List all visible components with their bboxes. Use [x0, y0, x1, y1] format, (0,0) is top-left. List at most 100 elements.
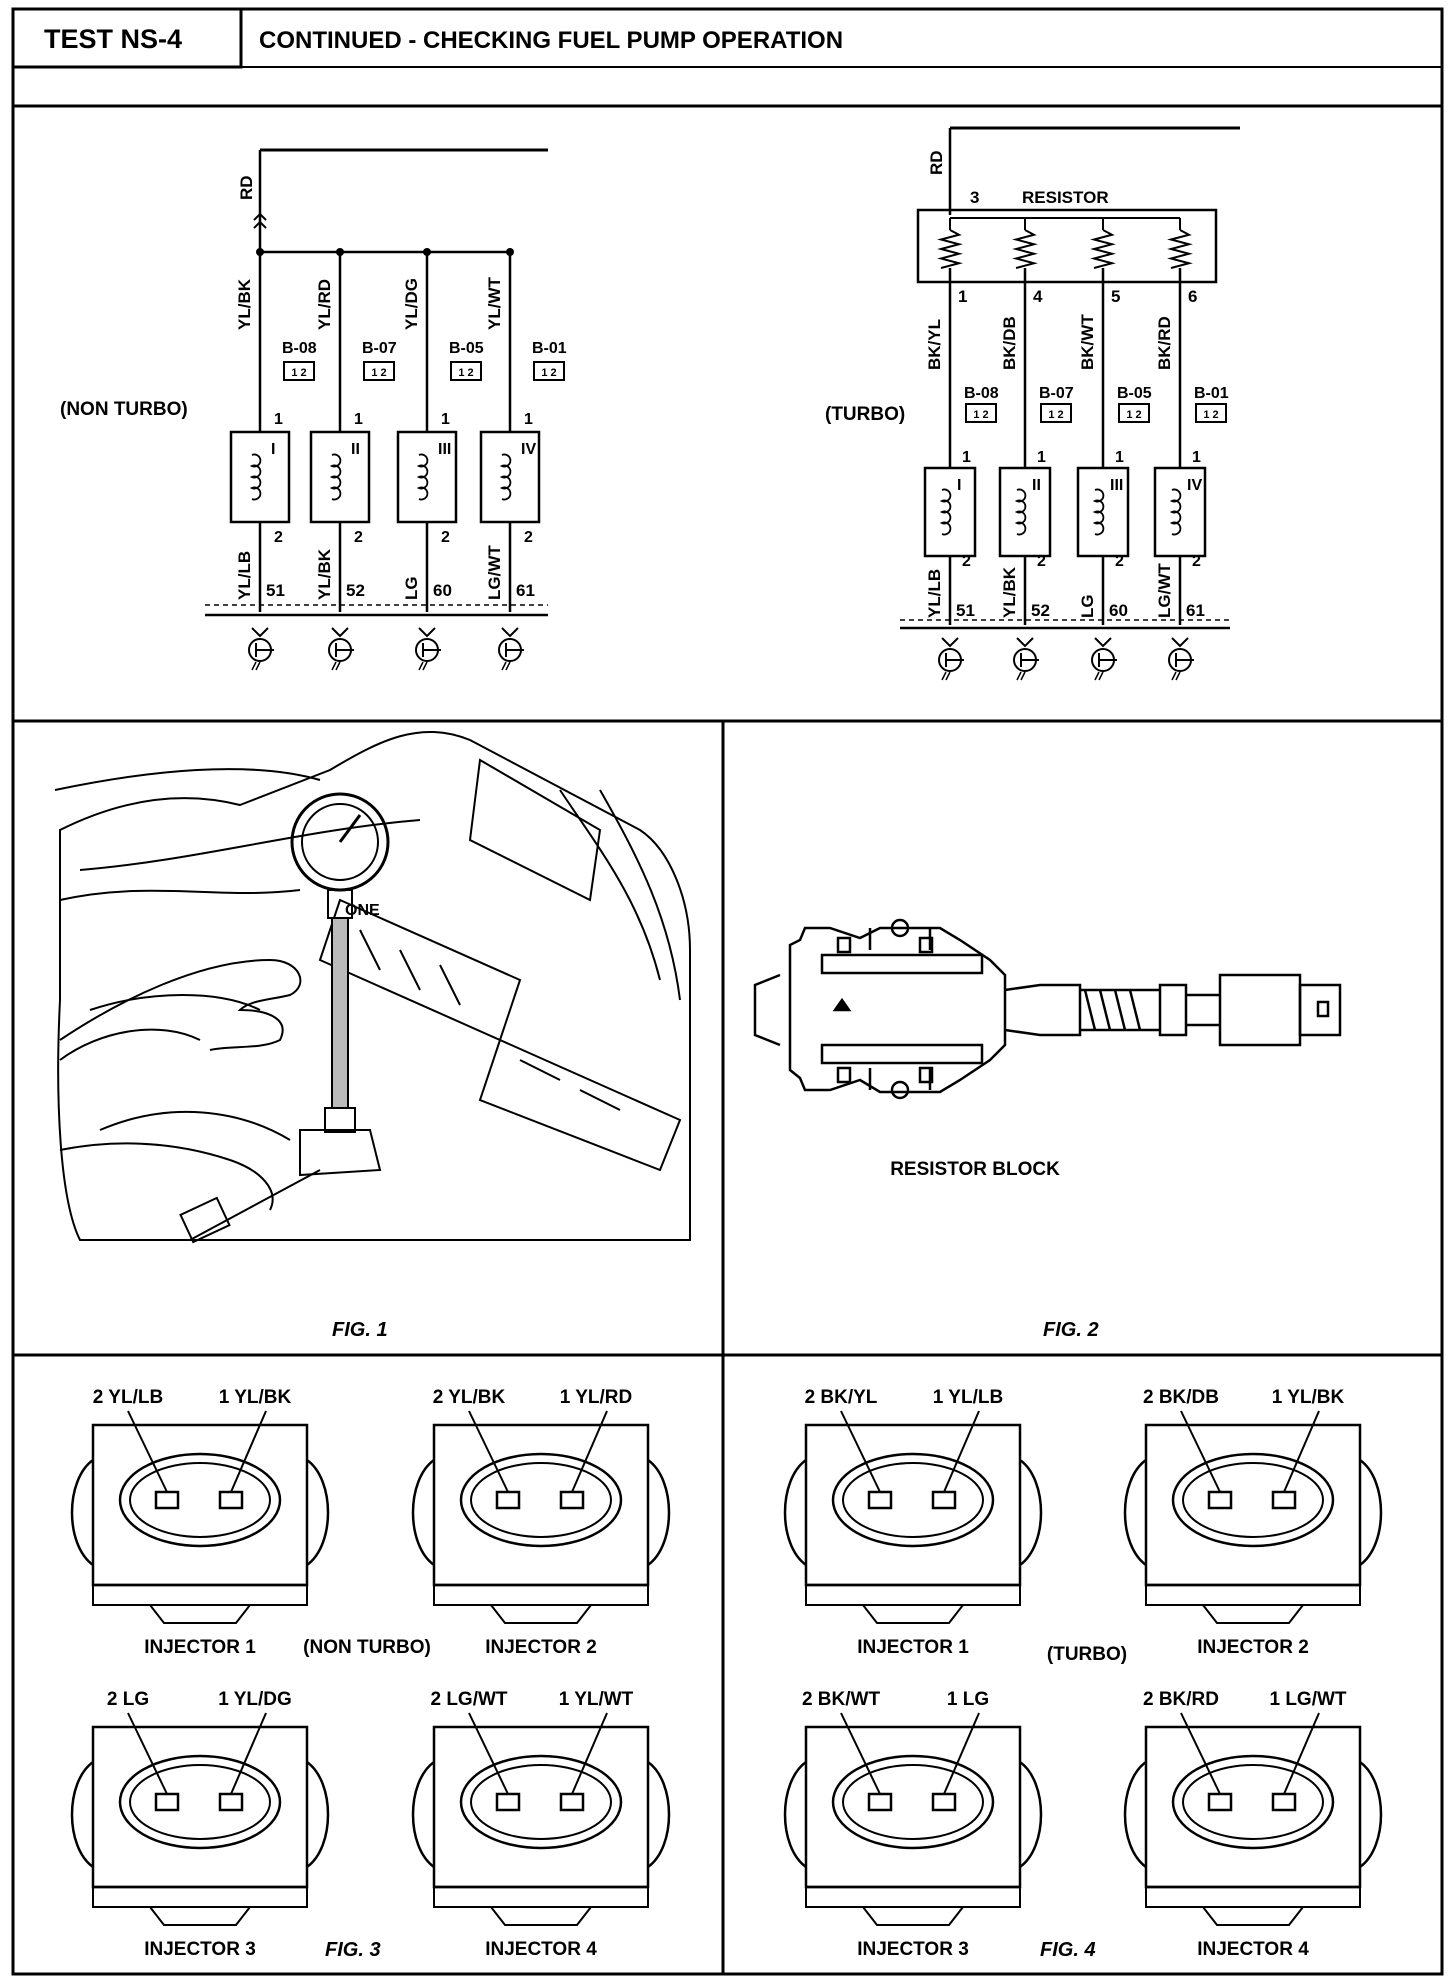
pin-2-terminal	[867, 1792, 893, 1812]
pin-2-wire-label: 2 YL/BK	[433, 1387, 506, 1408]
connector-id: B-07	[1039, 385, 1074, 402]
connector-body	[91, 1725, 309, 1889]
upper-wire-label: BK/WT	[1078, 314, 1097, 370]
connector-lock-tab	[411, 1760, 435, 1869]
connector-id: B-08	[282, 340, 317, 357]
junction-dot	[423, 248, 431, 256]
connector-glyph: 1 2	[1048, 409, 1063, 421]
connector-seal	[1171, 1452, 1335, 1548]
connector-seal	[118, 1452, 282, 1548]
lower-wire-label: YL/BK	[1000, 566, 1019, 618]
injector-name: INJECTOR 3	[857, 1939, 969, 1960]
ecu-terminal: 52	[346, 581, 365, 600]
pin-2-leader	[127, 1410, 168, 1493]
connector-lock-tab	[70, 1760, 94, 1869]
pin-1-terminal	[218, 1490, 244, 1510]
ground-icon	[1016, 671, 1026, 681]
injector-name: INJECTOR 4	[485, 1939, 597, 1960]
connector-glyph-box	[450, 361, 482, 381]
resistor-element-icon	[937, 229, 963, 269]
connector-lock-tab	[1123, 1458, 1147, 1567]
connector-skirt	[433, 1886, 649, 1908]
connector-key	[1202, 1906, 1304, 1926]
connector-seal-inner	[470, 1764, 612, 1840]
connector-id: B-01	[532, 340, 567, 357]
connector-body	[1144, 1725, 1362, 1889]
connector-seal	[459, 1452, 623, 1548]
pin-2-wire-label: 2 LG/WT	[430, 1689, 507, 1710]
pin-2-terminal	[495, 1490, 521, 1510]
pin-1-wire-label: 1 YL/BK	[219, 1387, 292, 1408]
upper-wire-label: YL/DG	[402, 278, 421, 330]
pin-1-leader	[571, 1712, 608, 1795]
pin-1-label: 1	[354, 411, 363, 428]
fuel-pressure-gauge-illustration: ONE	[54, 731, 691, 1244]
connector-body	[91, 1423, 309, 1587]
svg-text:ONE: ONE	[345, 902, 380, 919]
page-frame	[11, 7, 1444, 1976]
injector-name: INJECTOR 4	[1197, 1939, 1309, 1960]
injector-numeral: IV	[1187, 477, 1202, 494]
resistor-pin: 4	[1033, 287, 1043, 306]
connector-seal	[831, 1754, 995, 1850]
resistor-pin: 5	[1111, 287, 1120, 306]
pin-1-terminal	[931, 1490, 957, 1510]
connector-body	[804, 1725, 1022, 1889]
non-turbo-label: (NON TURBO)	[60, 399, 188, 420]
connector-lock-tab	[1359, 1458, 1383, 1567]
connector-lock-tab	[783, 1760, 807, 1869]
connector-lock-tab	[647, 1760, 671, 1869]
pin-2-leader	[1180, 1410, 1221, 1493]
pin-1-leader	[230, 1712, 267, 1795]
pin-1-label: 1	[524, 411, 533, 428]
pin-2-wire-label: 2 YL/LB	[93, 1387, 163, 1408]
pin-1-label: 1	[1037, 449, 1046, 466]
lower-wire-label: LG/WT	[1155, 563, 1174, 618]
pin-2-label: 2	[524, 529, 533, 546]
injector-name: INJECTOR 2	[485, 1637, 597, 1658]
transistor-terminal-icon	[331, 627, 349, 638]
coil-winding-icon	[939, 488, 952, 536]
ground-icon	[251, 661, 261, 671]
connector-body	[804, 1423, 1022, 1587]
pin-1-terminal	[559, 1490, 585, 1510]
connector-skirt	[805, 1584, 1021, 1606]
pin-2-label: 2	[354, 529, 363, 546]
fig3-mode-label: (NON TURBO)	[303, 1637, 431, 1658]
coil-winding-icon	[499, 453, 512, 501]
connector-lock-tab	[1359, 1760, 1383, 1869]
upper-wire-label: BK/RD	[1155, 316, 1174, 370]
transistor-terminal-icon	[1016, 637, 1034, 648]
connector-glyph: 1 2	[291, 367, 306, 379]
injector-numeral: I	[957, 477, 961, 494]
pin-1-leader	[1283, 1712, 1320, 1795]
coil-winding-icon	[329, 453, 342, 501]
resistor-pin: 1	[958, 287, 967, 306]
pin-1-leader	[230, 1410, 267, 1493]
transistor-terminal-icon	[1171, 637, 1189, 648]
ecu-terminal: 61	[1186, 601, 1205, 620]
resistor-block-illustration	[753, 918, 1342, 1100]
injector-numeral: II	[1032, 477, 1041, 494]
pin-1-wire-label: 1 YL/BK	[1272, 1387, 1345, 1408]
connector-glyph: 1 2	[371, 367, 386, 379]
ground-icon	[418, 661, 428, 671]
fig1-caption: FIG. 1	[332, 1319, 388, 1341]
connector-seal-inner	[129, 1764, 271, 1840]
connector-key	[149, 1906, 251, 1926]
connector-lock-tab	[1123, 1760, 1147, 1869]
pin-2-label: 2	[1115, 553, 1124, 570]
connector-seal-inner	[842, 1462, 984, 1538]
pin-1-wire-label: 1 YL/WT	[559, 1689, 634, 1710]
test-id: TEST NS-4	[44, 24, 182, 54]
connector-id: B-05	[1117, 385, 1152, 402]
lower-wire-label: YL/LB	[235, 551, 254, 600]
injector-numeral: II	[351, 441, 360, 458]
lower-wire-label: LG/WT	[485, 545, 504, 600]
connector-body	[432, 1725, 650, 1889]
injector-numeral: IV	[521, 441, 536, 458]
